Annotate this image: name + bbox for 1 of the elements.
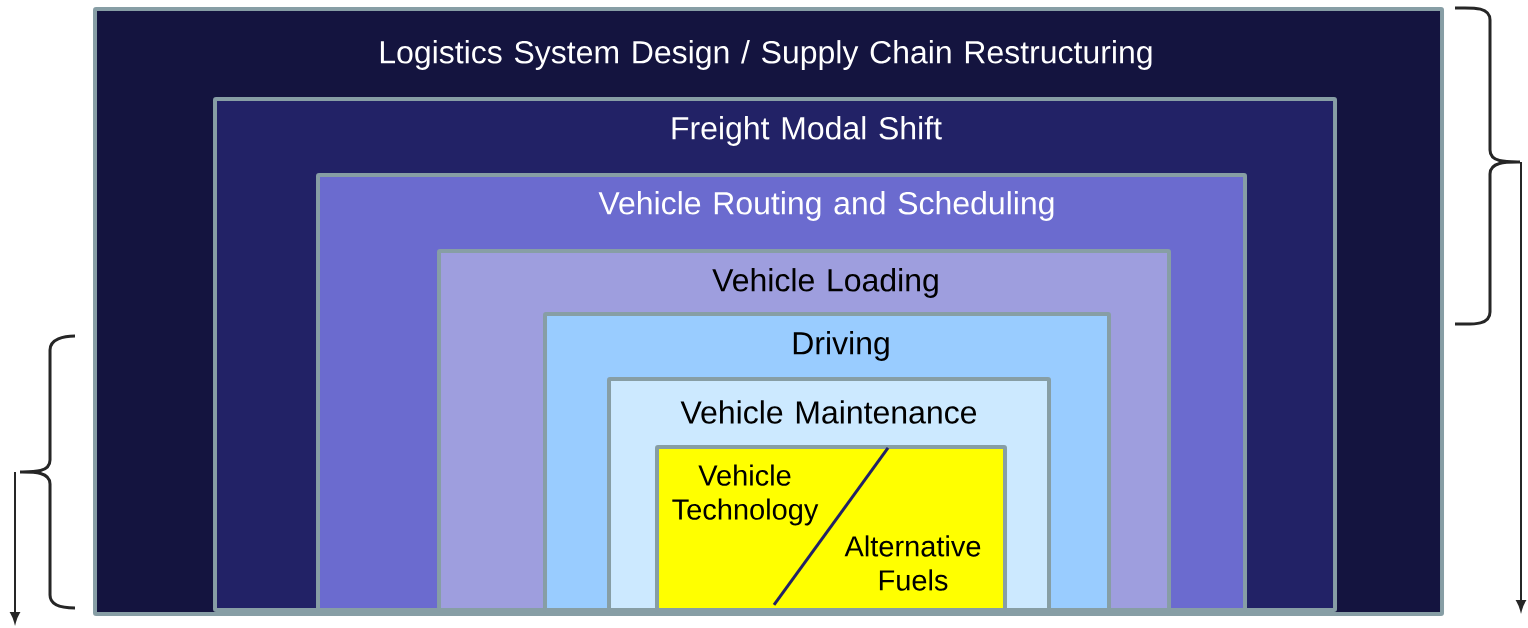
split-box: Vehicle Technology Alternative Fuels xyxy=(655,445,1007,612)
